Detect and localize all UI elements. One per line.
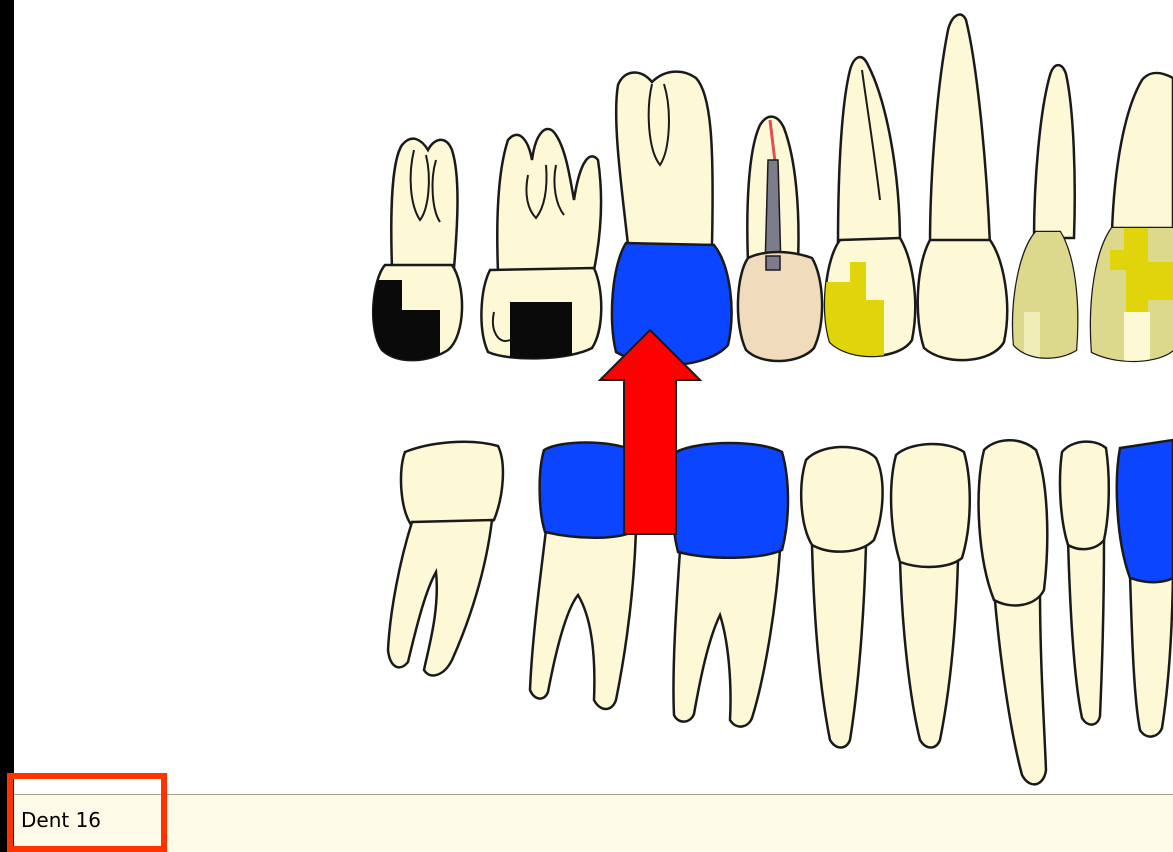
- tooth-crown-prosthesis: [1117, 440, 1173, 582]
- tooth-upper-lateral-incisor[interactable]: [1010, 65, 1080, 365]
- tooth-crown: [801, 447, 882, 552]
- tooth-root: [838, 57, 900, 245]
- tooth-lower-molar-2[interactable]: [530, 443, 639, 710]
- tooth-root: [673, 550, 780, 727]
- tooth-root: [530, 530, 636, 709]
- tooth-crown: [891, 444, 970, 567]
- tooth-root: [994, 590, 1046, 784]
- post-in-crown: [766, 256, 780, 270]
- tooth-root: [1068, 540, 1104, 725]
- tooth-upper-canine[interactable]: [918, 15, 1007, 361]
- tooth-lower-molar-3[interactable]: [672, 443, 788, 727]
- tooth-root: [812, 545, 866, 748]
- tooth-crown: [979, 440, 1048, 605]
- status-bar: [14, 794, 1173, 852]
- tooth-crown: [1060, 442, 1109, 550]
- tooth-root: [388, 520, 492, 675]
- tooth-lower-lateral-incisor[interactable]: [1060, 442, 1109, 725]
- tooth-root: [497, 129, 601, 272]
- tooth-upper-central-incisor[interactable]: [1088, 73, 1173, 370]
- tooth-root: [1130, 575, 1173, 737]
- tooth-lower-canine[interactable]: [979, 440, 1048, 784]
- tooth-crown-prosthesis: [672, 443, 788, 558]
- tooth-root: [1034, 65, 1075, 238]
- highlight-frame: [7, 773, 167, 852]
- tooth-root: [930, 15, 990, 245]
- tooth-crown-prosthesis: [612, 243, 732, 365]
- tooth-lower-central-incisor[interactable]: [1117, 440, 1173, 737]
- tooth-root: [1112, 73, 1173, 232]
- tooth-lower-premolar-2[interactable]: [891, 444, 970, 747]
- composite-filling: [1010, 230, 1080, 365]
- tooth-upper-molar-2[interactable]: [481, 129, 601, 362]
- tooth-upper-premolar-2[interactable]: [822, 57, 915, 362]
- tooth-root: [900, 560, 958, 748]
- tooth-crown: [401, 442, 503, 528]
- tooth-root: [391, 139, 457, 268]
- tooth-upper-premolar-1[interactable]: [738, 117, 822, 361]
- tooth-upper-molar-3-selected[interactable]: [612, 72, 732, 365]
- tooth-crown: [918, 240, 1007, 360]
- tooth-upper-molar-1[interactable]: [370, 139, 462, 362]
- tooth-lower-premolar-1[interactable]: [801, 447, 882, 748]
- caries-filling: [510, 302, 572, 362]
- tooth-lower-molar-1[interactable]: [388, 442, 503, 676]
